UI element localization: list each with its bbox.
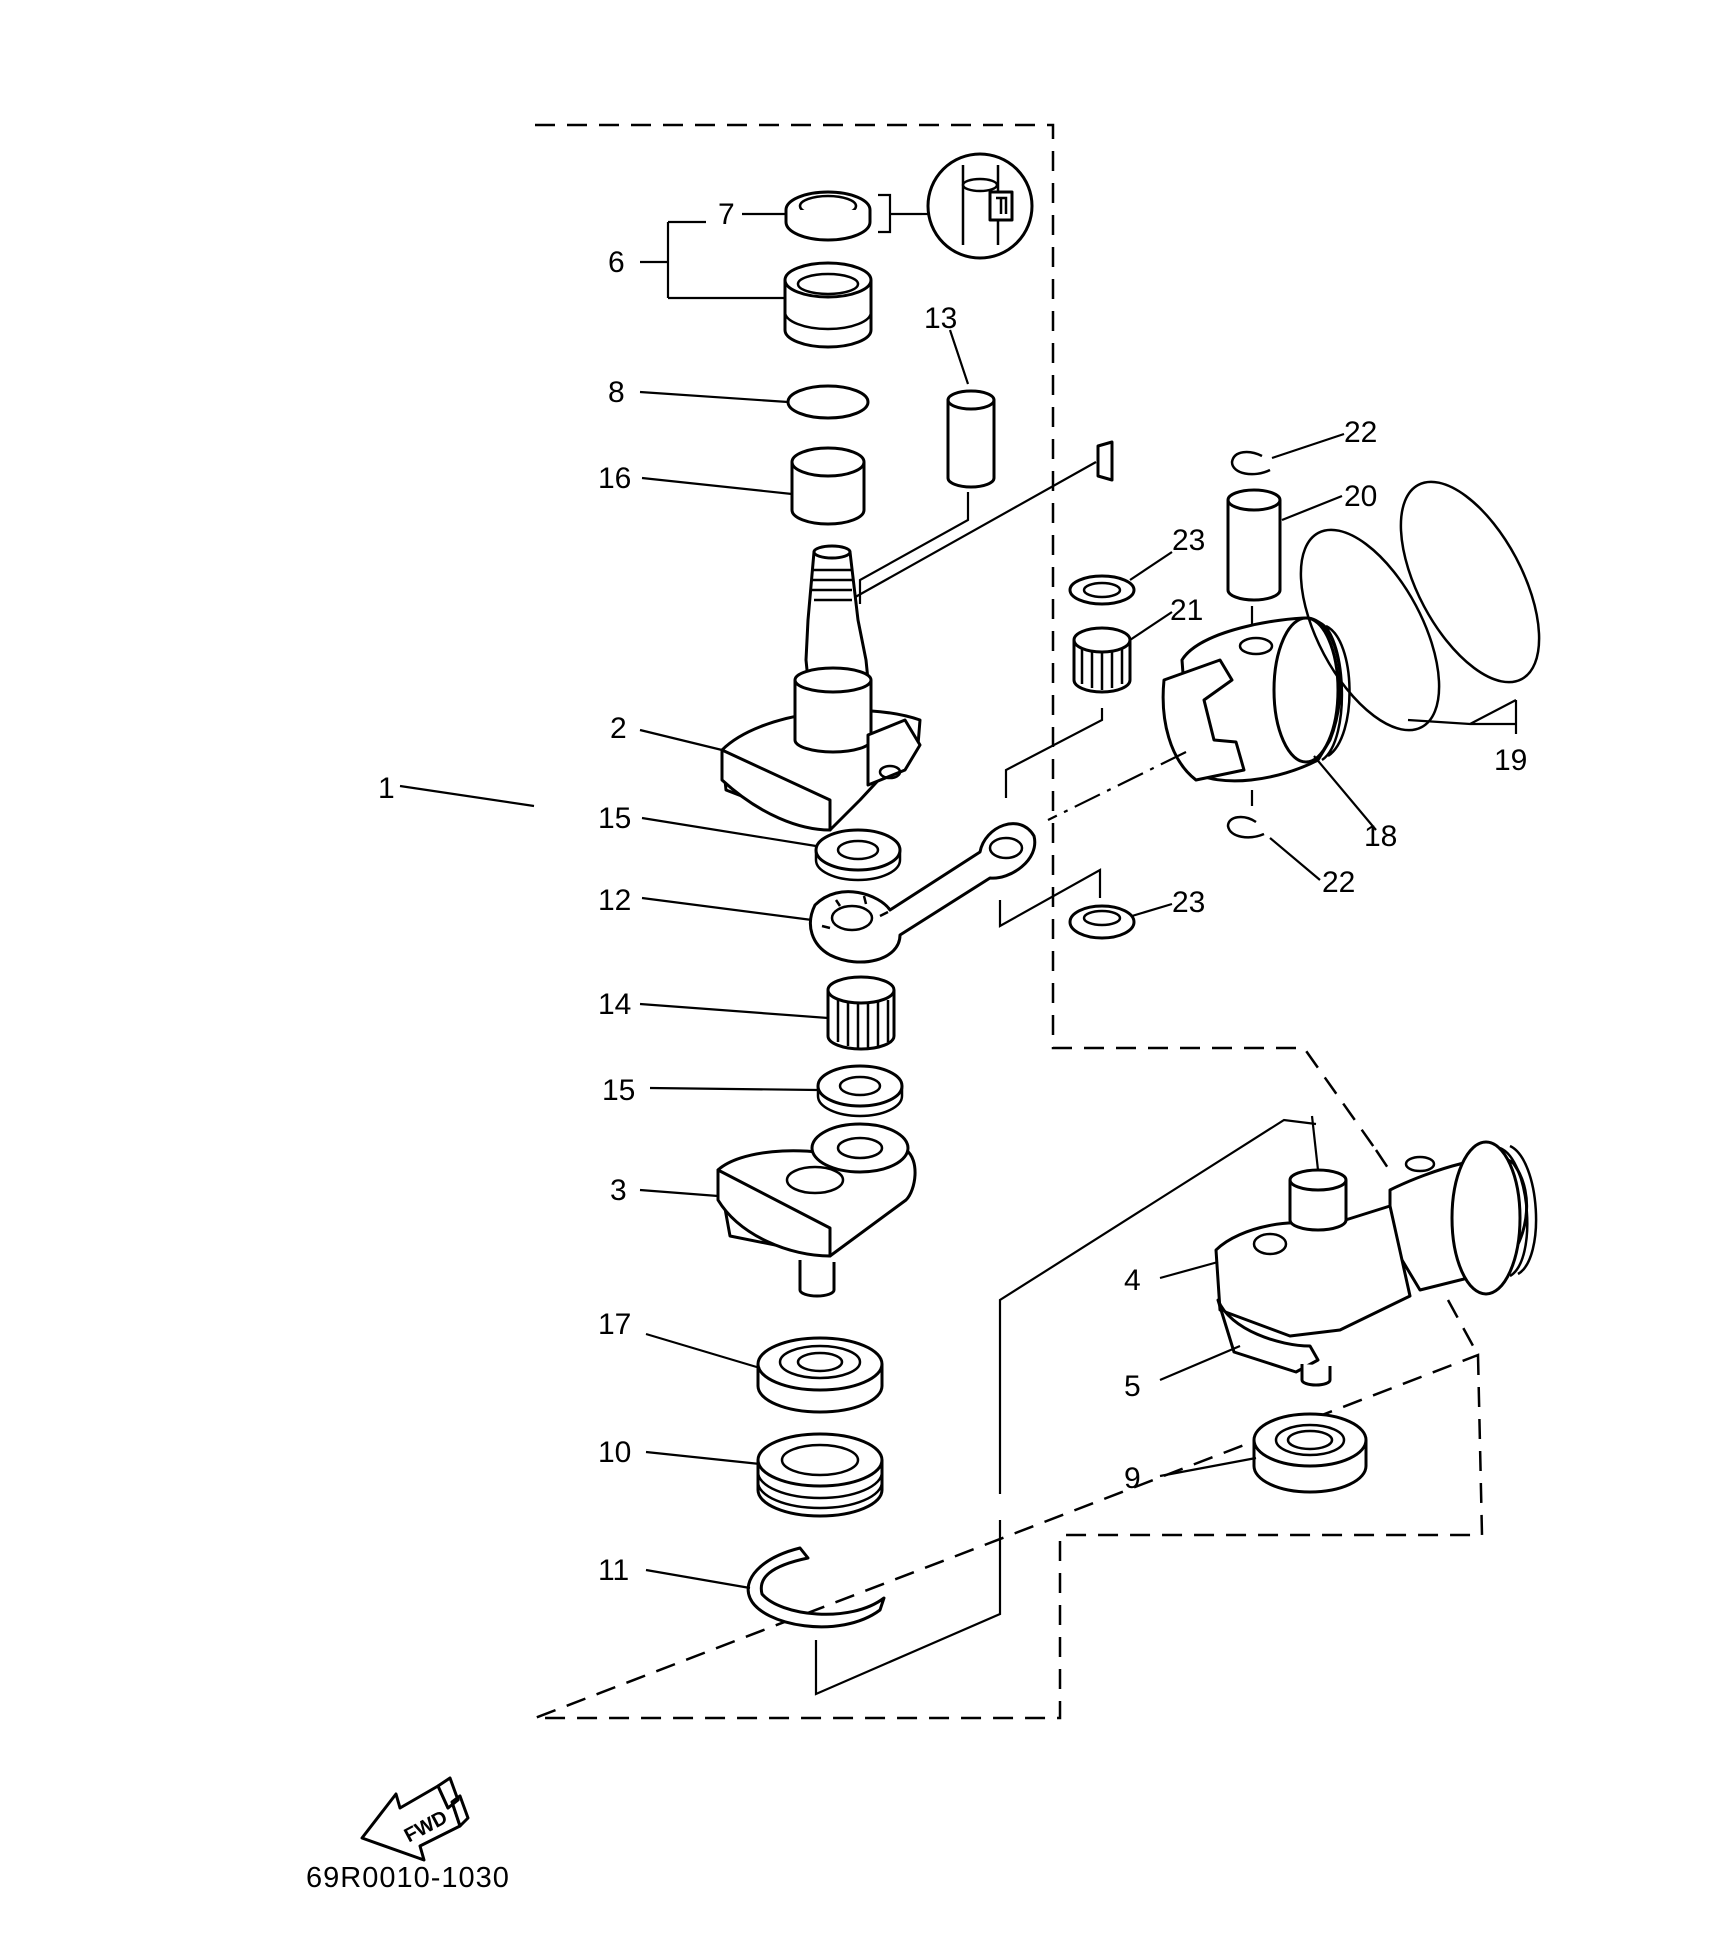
- callout-4: 4: [1124, 1264, 1141, 1297]
- crank-assembly-part: [1214, 1140, 1538, 1387]
- callout-3: 3: [610, 1174, 627, 1207]
- callout-2: 2: [610, 712, 627, 745]
- circlip-part: [1230, 450, 1271, 476]
- bushing-part: [783, 261, 873, 349]
- thrust-washer-lower-part: [816, 1064, 904, 1118]
- o-ring-part: [786, 384, 870, 420]
- crankshaft-lower-part: [716, 1122, 917, 1298]
- callout-10: 10: [598, 1436, 631, 1469]
- small-washer-part: [1068, 574, 1136, 606]
- callout-20: 20: [1344, 480, 1377, 513]
- piston-part: [1161, 616, 1351, 783]
- callout-1: 1: [378, 772, 395, 805]
- callout-12: 12: [598, 884, 631, 917]
- callout-15-lower: 15: [602, 1074, 635, 1107]
- callout-22-lower: 22: [1322, 866, 1355, 899]
- callout-13: 13: [924, 302, 957, 335]
- needle-bearing-part: [826, 975, 896, 1051]
- callout-11: 11: [598, 1554, 629, 1587]
- callout-14: 14: [598, 988, 631, 1021]
- callout-9: 9: [1124, 1462, 1141, 1495]
- fwd-arrow-icon: FWD: [360, 1776, 470, 1862]
- diagram-code: 69R0010-1030: [306, 1862, 510, 1894]
- callout-16: 16: [598, 462, 631, 495]
- assembly-boundary: [534, 123, 1484, 1720]
- bushing-lower-part: [790, 446, 866, 526]
- oil-seal-lower-part: [756, 1432, 884, 1518]
- callout-8: 8: [608, 376, 625, 409]
- dowel-pin-part: [946, 389, 996, 489]
- small-washer-lower-part: [1068, 904, 1136, 940]
- crankshaft-upper-part: [720, 544, 922, 832]
- callout-15: 15: [598, 802, 631, 835]
- callout-23-lower: 23: [1172, 886, 1205, 919]
- callout-21: 21: [1170, 594, 1203, 627]
- callout-22: 22: [1344, 416, 1377, 449]
- woodruff-key-part: [1096, 440, 1114, 482]
- callout-23: 23: [1172, 524, 1205, 557]
- snap-ring-part: [746, 1546, 886, 1629]
- callout-18: 18: [1364, 820, 1397, 853]
- bearing-seal-part: [756, 1336, 884, 1414]
- connecting-rod-part: [808, 822, 1037, 964]
- callout-19: 19: [1494, 744, 1527, 777]
- piston-pin-part: [1226, 488, 1282, 602]
- piston-ring-part: [1299, 480, 1541, 732]
- callout-5: 5: [1124, 1370, 1141, 1403]
- circlip-lower-part: [1226, 815, 1265, 839]
- callout-6: 6: [608, 246, 625, 279]
- ball-bearing-part: [1252, 1412, 1368, 1494]
- grease-icon: [926, 152, 1034, 260]
- callout-7: 7: [718, 198, 735, 231]
- callout-17: 17: [598, 1308, 631, 1341]
- thrust-washer-part: [814, 828, 902, 882]
- oil-seal-part: [784, 190, 872, 242]
- assembly-boundary-right: [1374, 1149, 1480, 1356]
- small-needle-bearing-part: [1072, 626, 1132, 694]
